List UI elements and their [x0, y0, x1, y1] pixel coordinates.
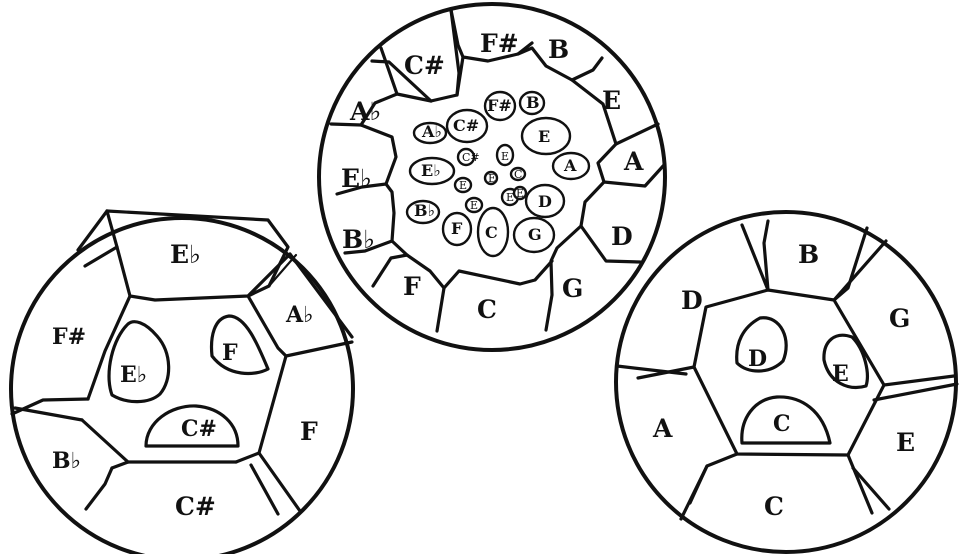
right-inner-note-d: D: [748, 346, 767, 372]
left-outer-note-eb: E♭: [170, 240, 201, 269]
center-outer-note-eb: E♭: [341, 164, 372, 193]
left-outer-note-f-sharp: F#: [52, 324, 86, 350]
center-inner-note-c-sharp: C#: [462, 151, 480, 164]
center-inner-note-e-4: E: [506, 191, 514, 204]
center-inner-note-e-5: E: [470, 199, 478, 212]
left-outer-note-f: F: [300, 417, 318, 446]
center-outer-note-ab: A♭: [349, 97, 381, 126]
center-inner-note-e-1: E: [501, 150, 509, 163]
center-outer-note-c-sharp: C#: [404, 51, 445, 80]
center-middle-note-a: A: [563, 156, 577, 175]
center-outer-note-bb: B♭: [342, 225, 375, 254]
center-middle-note-ab: A♭: [421, 122, 442, 141]
center-outer-note-f: F: [403, 272, 421, 301]
right-outer-note-e: E: [896, 428, 915, 457]
right-inner-note-c: C: [773, 411, 791, 437]
center-middle-note-b: B: [526, 93, 540, 112]
center-outer-note-g: G: [562, 274, 583, 303]
center-middle-note-c: C: [485, 223, 498, 242]
center-middle-note-d: D: [538, 192, 552, 211]
left-inner-note-c-sharp: C#: [181, 416, 217, 442]
center-outer-note-c: C: [477, 295, 497, 324]
center-middle-note-c-sharp: C#: [453, 116, 479, 135]
center-inner-note-c: C: [514, 168, 522, 181]
left-steelpan: E♭ A♭ F C# B♭ F# E♭ F C#: [11, 211, 353, 554]
right-outer-note-d: D: [681, 286, 703, 315]
left-inner-note-eb: E♭: [120, 362, 147, 388]
center-outer-note-f-sharp: F#: [480, 29, 519, 58]
left-inner-note-f: F: [222, 340, 238, 366]
center-middle-note-eb: E♭: [421, 161, 441, 180]
center-inner-note-e-3: E: [488, 172, 496, 185]
center-middle-note-e: E: [538, 127, 550, 146]
center-inner-note-e-2: E: [459, 179, 467, 192]
left-outer-note-c-sharp: C#: [175, 492, 216, 521]
center-middle-note-f-sharp: F#: [487, 96, 512, 115]
center-middle-note-bb: B♭: [414, 201, 435, 220]
right-outer-note-a: A: [652, 414, 673, 443]
left-outer-note-ab: A♭: [285, 302, 313, 328]
right-inner-note-e: E: [832, 361, 849, 387]
right-outer-note-b: B: [798, 240, 819, 269]
center-outer-note-e: E: [602, 86, 621, 115]
center-middle-note-g: G: [528, 225, 542, 244]
center-steelpan: C# F# B E A D G C F B♭ E♭ A♭ C# F# B E A…: [319, 4, 665, 350]
right-outer-note-c: C: [764, 492, 784, 521]
center-inner-note-e-6: E: [516, 187, 524, 200]
center-outer-note-d: D: [611, 222, 633, 251]
left-outer-note-bb: B♭: [52, 448, 81, 474]
right-steelpan: B G E C A D D E C: [616, 212, 957, 552]
right-outer-note-g: G: [889, 304, 910, 333]
center-middle-note-f: F: [451, 219, 463, 238]
center-outer-note-b: B: [548, 35, 569, 64]
center-outer-note-a: A: [623, 147, 644, 176]
